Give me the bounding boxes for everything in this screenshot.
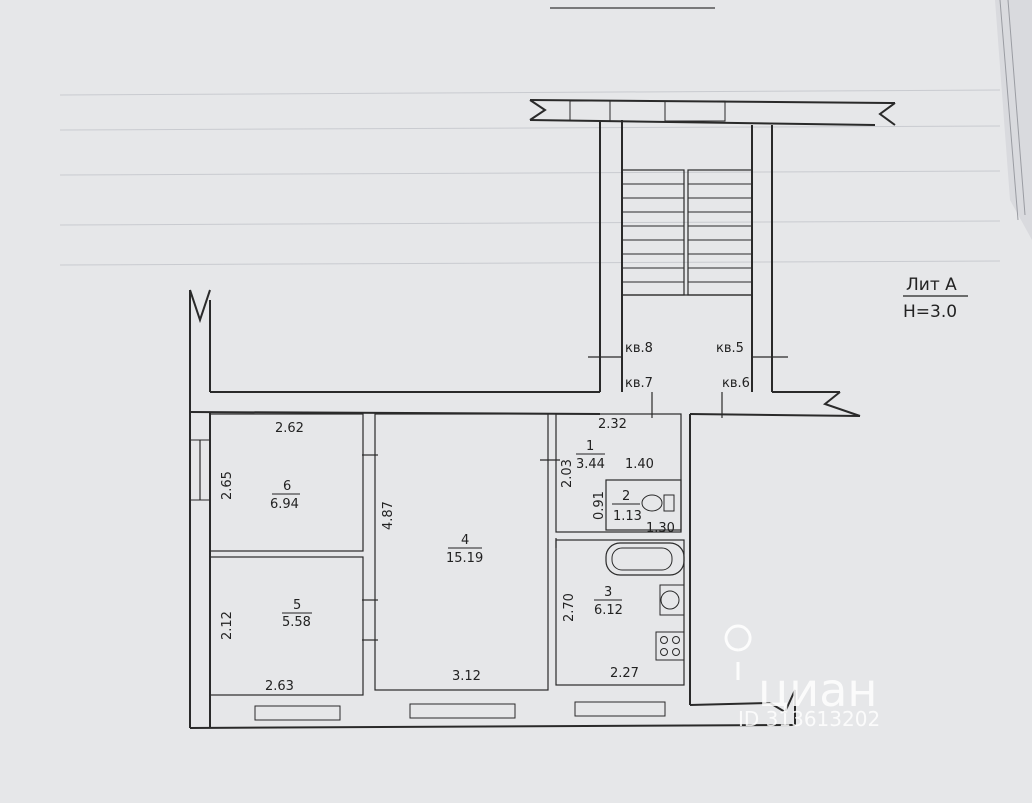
dim-room5-left: 2.12 (220, 611, 235, 640)
height-label: H=3.0 (903, 302, 957, 322)
room-1-area: 3.44 (576, 457, 605, 472)
room-2-number: 2 (622, 489, 630, 504)
dim-room3-bottom: 2.27 (610, 666, 639, 681)
dim-room2-bottom: 1.30 (646, 521, 675, 536)
room-5-area: 5.58 (282, 615, 311, 630)
room-1-number: 1 (586, 439, 594, 454)
apartment-label-kv7: кв.7 (625, 376, 653, 391)
room-4-area: 15.19 (446, 551, 483, 566)
watermark-brand: циан (758, 663, 877, 717)
page-binding (995, 0, 1032, 240)
paper-lines (59, 7, 1001, 266)
dim-room5-bottom: 2.63 (265, 679, 294, 694)
room-3-number: 3 (604, 585, 612, 600)
dim-room3-left: 2.70 (562, 593, 577, 622)
room-2 (605, 479, 682, 531)
room-4-number: 4 (461, 533, 469, 548)
room-5-number: 5 (293, 598, 301, 613)
room-6-number: 6 (283, 479, 291, 494)
dim-room6-left: 2.65 (220, 471, 235, 500)
room-2-area: 1.13 (613, 509, 642, 524)
watermark-id: ID 313613202 (738, 707, 880, 731)
dim-room6-top: 2.62 (275, 421, 304, 436)
dim-room2-left: 0.91 (592, 491, 607, 520)
staircase (529, 99, 896, 418)
dim-room4-bottom: 3.12 (452, 669, 481, 684)
apartment-walls (189, 289, 861, 729)
apartment-label-kv5: кв.5 (716, 341, 744, 356)
room-3-area: 6.12 (594, 603, 623, 618)
dim-room4-left: 4.87 (381, 501, 396, 530)
dim-room1-top: 2.32 (598, 417, 627, 432)
room-1 (540, 413, 682, 533)
lit-label: Лит А (906, 275, 957, 295)
room-6 (209, 413, 364, 552)
apartment-label-kv6: кв.6 (722, 376, 750, 391)
apartment-label-kv8: кв.8 (625, 341, 653, 356)
location-pin-icon (724, 624, 752, 680)
room-3 (555, 538, 685, 686)
room-6-area: 6.94 (270, 497, 299, 512)
room-5 (209, 556, 364, 696)
watermark: циан ID 313613202 (724, 624, 880, 731)
dim-room1-left: 2.03 (560, 459, 575, 488)
room-4 (362, 413, 549, 691)
dim-room1-right: 1.40 (625, 457, 654, 472)
